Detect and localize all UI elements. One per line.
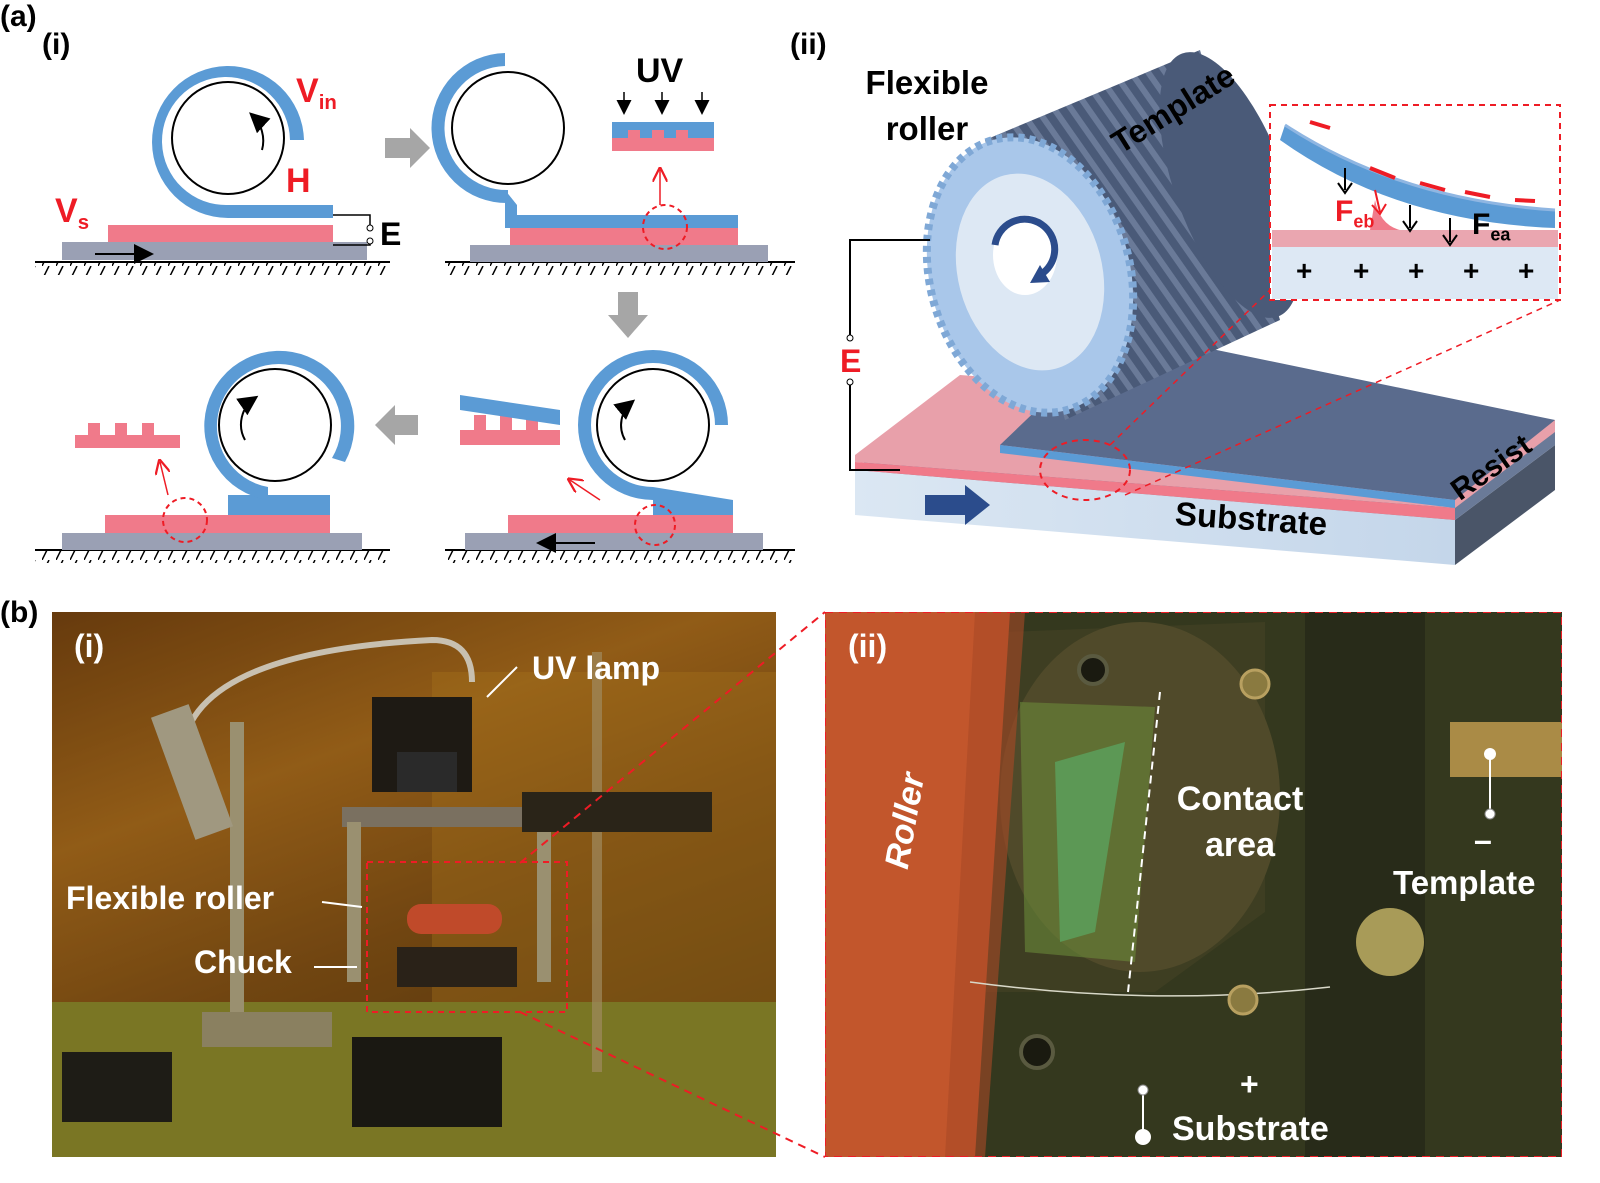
step-4-diagram [35, 350, 390, 563]
h-label: H [286, 162, 311, 200]
panel-a-i-schematic [35, 53, 795, 563]
minus-sign-label: – [1474, 822, 1492, 858]
uv-label: UV [636, 52, 684, 90]
panel-a-label: (a) [0, 0, 37, 33]
plus-sign-1: + [1296, 255, 1313, 286]
panel-a-ii-roller-diagram [846, 50, 1561, 565]
plus-sign-2: + [1353, 255, 1370, 286]
f-ea-label: Fea [1472, 208, 1511, 245]
panel-a-i-label: (i) [42, 28, 71, 61]
resist-layer [108, 225, 333, 242]
plus-sign-4: + [1463, 255, 1480, 286]
template-film [152, 66, 333, 218]
step-3-diagram [445, 350, 795, 563]
f-eb-label: Feb [1335, 195, 1375, 232]
flexible-roller-photo-label: Flexible roller [66, 880, 275, 916]
panel-b-i-label: (i) [74, 628, 105, 664]
v-in-label: Vin [296, 72, 337, 115]
panel-b-label: (b) [0, 596, 39, 629]
e-label-ii: E [840, 343, 862, 379]
substrate-photo-label: Substrate [1172, 1110, 1329, 1148]
uv-lamp-label: UV lamp [532, 650, 661, 686]
plus-sign-3: + [1408, 255, 1425, 286]
plus-sign-5: + [1518, 255, 1535, 286]
panel-b-ii-label: (ii) [848, 628, 888, 664]
step-2-diagram [431, 53, 795, 275]
roller-circle [171, 81, 285, 195]
template-photo-label: Template [1393, 864, 1536, 901]
e-label-i: E [380, 216, 402, 252]
chuck-label: Chuck [194, 944, 292, 980]
plus-sign-label: + [1240, 1066, 1259, 1102]
panel-a-ii-label: (ii) [790, 28, 827, 61]
v-s-label: Vs [55, 192, 90, 235]
photo-contact-closeup [825, 612, 1562, 1157]
step-1-diagram [35, 66, 390, 275]
substrate-block [855, 470, 1455, 565]
